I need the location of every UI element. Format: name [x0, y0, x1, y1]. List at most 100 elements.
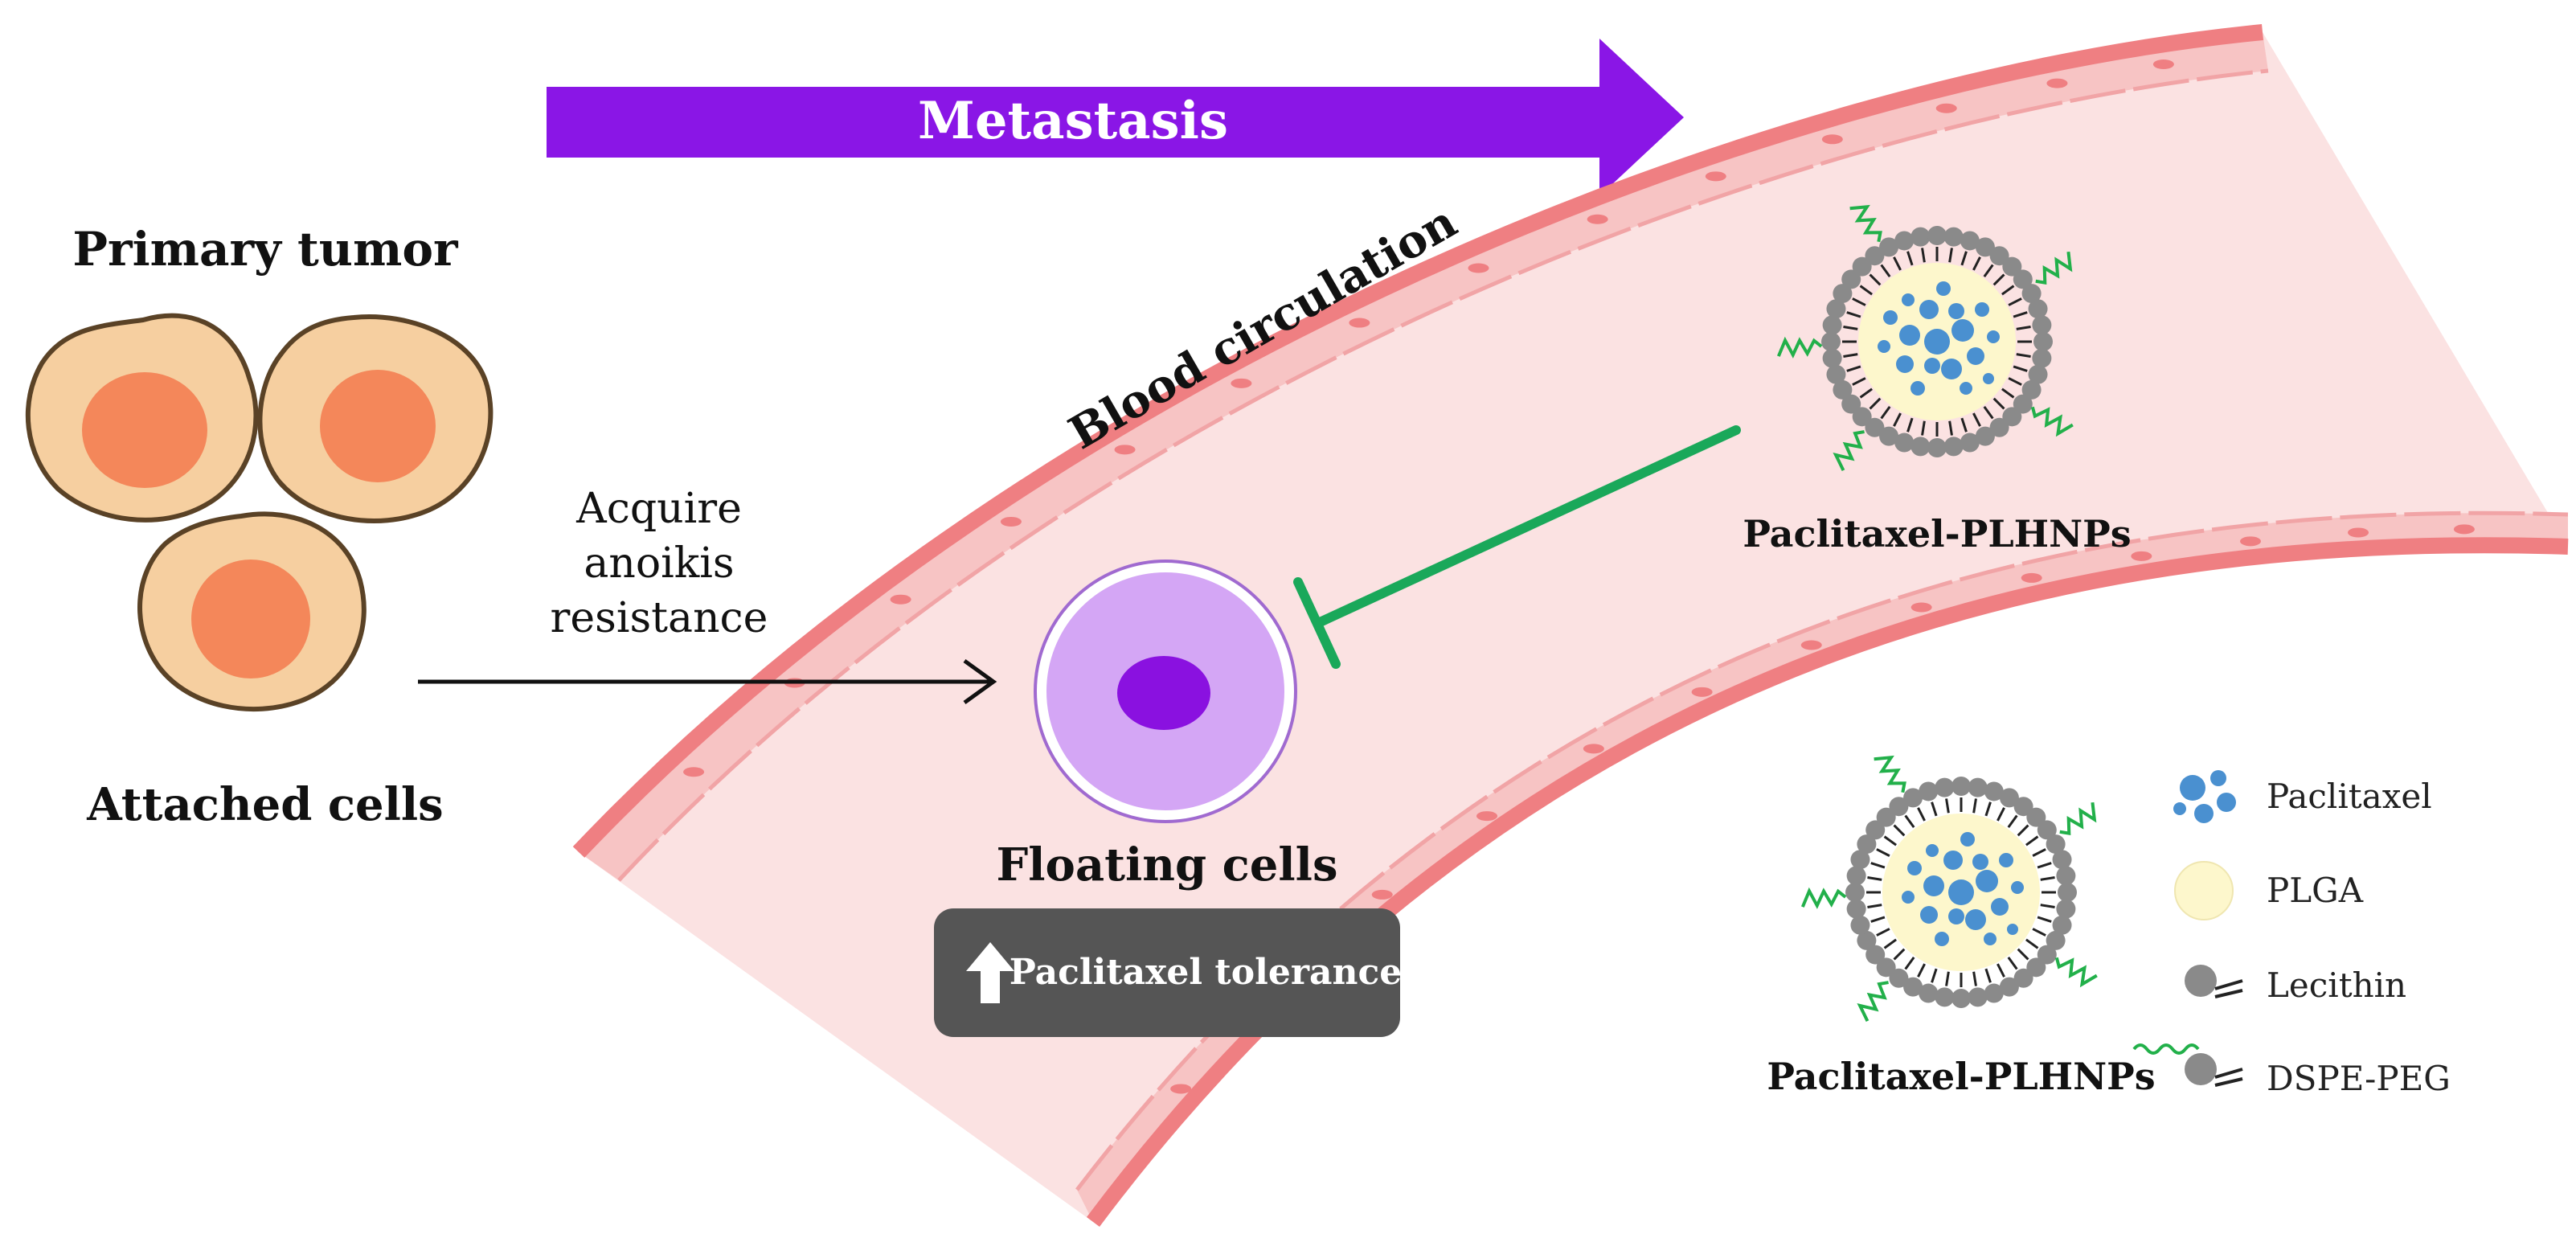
endothelial-nucleus — [1170, 1084, 1192, 1094]
paclitaxel-icon — [2173, 770, 2236, 823]
lipid-tail — [1870, 862, 1886, 869]
lipid-tail — [1869, 273, 1882, 286]
lipid-tail — [1876, 928, 1890, 937]
lecithin-head — [2058, 883, 2077, 902]
lecithin-head — [2052, 850, 2072, 870]
endothelial-nucleus — [890, 594, 911, 605]
peg-chain — [2059, 801, 2097, 836]
primary-tumor-label: Primary tumor — [72, 222, 459, 277]
endothelial-nucleus — [1000, 516, 1022, 527]
acquire-line: anoikis — [584, 539, 734, 588]
paclitaxel-sphere — [1960, 382, 1972, 395]
lecithin-head — [1943, 227, 1964, 247]
lipid-tail — [1917, 963, 1926, 978]
peg-chain — [1800, 887, 1847, 909]
lipid-tail — [1867, 904, 1882, 908]
paclitaxel-sphere — [1960, 832, 1975, 847]
paclitaxel-sphere — [1926, 844, 1939, 857]
lipid-tail — [1893, 824, 1906, 837]
up-arrow-icon — [966, 942, 1014, 1003]
lecithin-head — [1850, 915, 1870, 935]
lipid-tail — [1972, 412, 1981, 427]
lecithin-head — [1865, 246, 1885, 266]
lipid-tail — [2007, 957, 2018, 970]
paclitaxel-sphere — [1878, 340, 1890, 353]
lecithin-head — [1999, 977, 2019, 997]
lipid-tail — [1904, 814, 1915, 828]
lipid-tail — [2013, 365, 2028, 372]
lecithin-head — [1822, 315, 1842, 335]
lipid-tail — [1972, 798, 1977, 814]
lecithin-head — [1845, 883, 1865, 902]
lipid-tail — [2025, 938, 2039, 949]
lipid-tail — [1992, 397, 2005, 410]
lipid-tail — [1876, 848, 1890, 857]
lecithin-icon — [2185, 965, 2243, 998]
tumor-nucleus — [191, 560, 310, 678]
lecithin-head — [1852, 407, 1872, 427]
paclitaxel-sphere — [1976, 870, 1998, 892]
legend-lecithin: Lecithin — [2185, 965, 2406, 1005]
lecithin-head — [1989, 417, 2009, 437]
paclitaxel-sphere — [1936, 281, 1951, 296]
lipid-tail — [1869, 397, 1882, 410]
lipid-tail — [1921, 420, 1926, 436]
lecithin-head — [1822, 348, 1842, 368]
lipid-tail — [1846, 311, 1861, 318]
lipid-tail — [1984, 968, 1992, 983]
lecithin-head — [1889, 968, 1909, 988]
endothelial-nucleus — [1705, 171, 1726, 182]
lipid-tail — [2037, 862, 2052, 869]
paclitaxel-sphere — [1943, 851, 1963, 870]
lipid-tail — [1846, 365, 1861, 372]
paclitaxel-sphere — [1948, 908, 1964, 924]
paclitaxel-sphere — [1987, 330, 2000, 343]
lecithin-head — [2013, 797, 2033, 817]
lipid-tail — [1904, 957, 1915, 970]
lipid-tail — [2016, 326, 2031, 330]
lecithin-head — [2028, 364, 2048, 384]
lipid-tail — [1992, 273, 2005, 286]
lecithin-head — [1935, 777, 1955, 797]
endothelial-nucleus — [1476, 811, 1498, 822]
floating-cells-label: Floating cells — [997, 838, 1338, 892]
lipid-tail — [1972, 971, 1977, 986]
lipid-tail — [1997, 807, 2005, 822]
legend-dspe-peg: DSPE-PEG — [2132, 1043, 2451, 1098]
legend-paclitaxel-label: Paclitaxel — [2267, 777, 2432, 816]
lipid-tail — [1997, 963, 2005, 978]
lipid-tail — [1983, 264, 1994, 277]
endothelial-nucleus — [1114, 445, 1136, 455]
lecithin-head — [1919, 781, 1939, 801]
lecithin-head — [1910, 227, 1931, 247]
paclitaxel-sphere — [1983, 373, 1994, 384]
endothelial-nucleus — [1468, 263, 1489, 273]
peg-chain — [2054, 957, 2098, 988]
lipid-tail — [1870, 916, 1886, 923]
transition-arrow — [418, 658, 997, 705]
endothelial-nucleus — [1910, 602, 1932, 613]
lecithin-head — [1894, 432, 1915, 453]
lecithin-head — [2002, 256, 2022, 277]
lecithin-head — [2037, 820, 2057, 840]
lipid-tail — [1921, 248, 1926, 263]
lecithin-head — [1833, 379, 1853, 400]
endothelial-nucleus — [2046, 78, 2068, 88]
paclitaxel-sphere — [2011, 881, 2024, 894]
lecithin-head — [1975, 426, 1995, 446]
lipid-tail — [2032, 848, 2046, 857]
lecithin-head — [1876, 957, 1896, 978]
lecithin-head — [1876, 807, 1896, 827]
paclitaxel-sphere — [1972, 854, 1988, 870]
paclitaxel-sphere — [1924, 358, 1940, 374]
lecithin-head — [1951, 989, 1971, 1008]
lipid-tail — [1843, 353, 1858, 358]
paclitaxel-sphere — [1965, 909, 1986, 930]
lecithin-head — [1865, 417, 1885, 437]
lecithin-head — [1984, 983, 2004, 1003]
legend-paclitaxel: Paclitaxel — [2173, 770, 2432, 823]
plga-icon — [2174, 861, 2234, 920]
lipid-tail — [2032, 928, 2046, 937]
endothelial-nucleus — [1231, 378, 1252, 388]
